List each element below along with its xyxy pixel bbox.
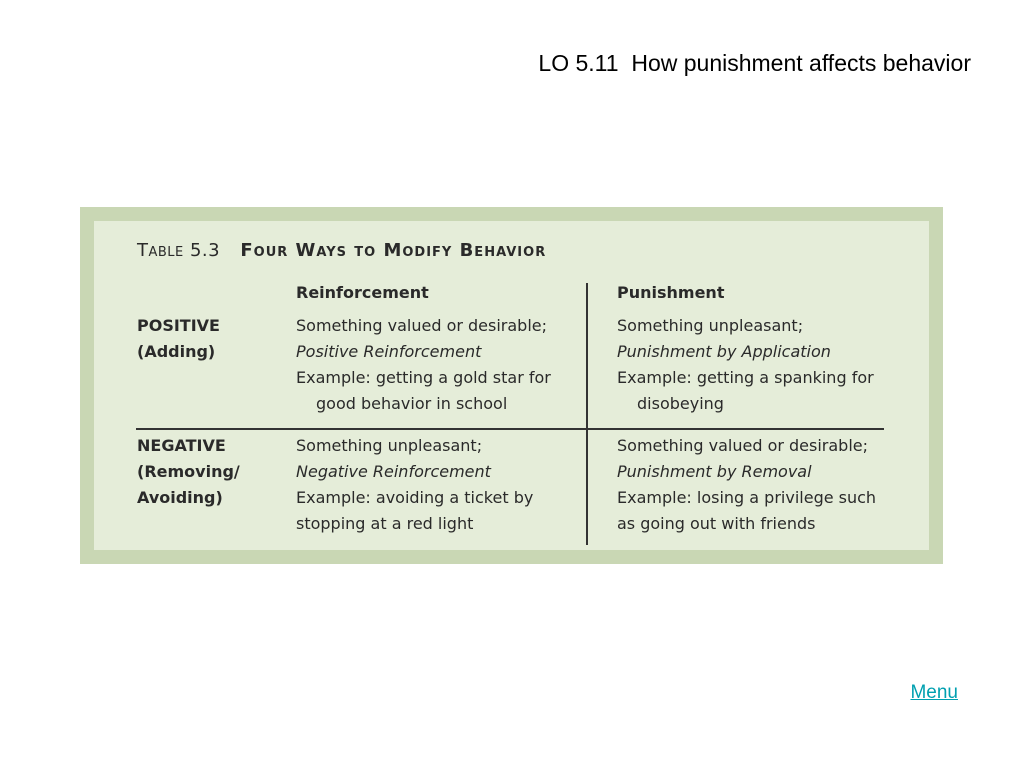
table-caption: Table 5.3 Four Ways to Modify Behavior <box>137 240 546 261</box>
menu-link[interactable]: Menu <box>910 682 958 703</box>
slide-title: LO 5.11 How punishment affects behavior <box>538 50 971 76</box>
cell-negative-reinforcement: Something unpleasant; Negative Reinforce… <box>296 436 534 533</box>
table-figure: Table 5.3 Four Ways to Modify Behavior R… <box>80 207 943 564</box>
column-header-reinforcement: Reinforcement <box>296 283 429 302</box>
table-title: Four Ways to Modify Behavior <box>240 240 547 261</box>
cell-positive-punishment: Something unpleasant; Punishment by Appl… <box>617 316 874 413</box>
cell-positive-reinforcement: Something valued or desirable; Positive … <box>296 316 551 413</box>
column-header-punishment: Punishment <box>617 283 725 302</box>
row-label-negative: NEGATIVE (Removing/ Avoiding) <box>137 436 240 507</box>
row-divider <box>136 428 884 430</box>
cell-negative-punishment: Something valued or desirable; Punishmen… <box>617 436 877 533</box>
table-panel: Table 5.3 Four Ways to Modify Behavior R… <box>94 221 929 550</box>
row-label-positive: POSITIVE (Adding) <box>137 316 220 361</box>
column-divider <box>586 283 588 545</box>
table-number: Table 5.3 <box>137 240 221 261</box>
